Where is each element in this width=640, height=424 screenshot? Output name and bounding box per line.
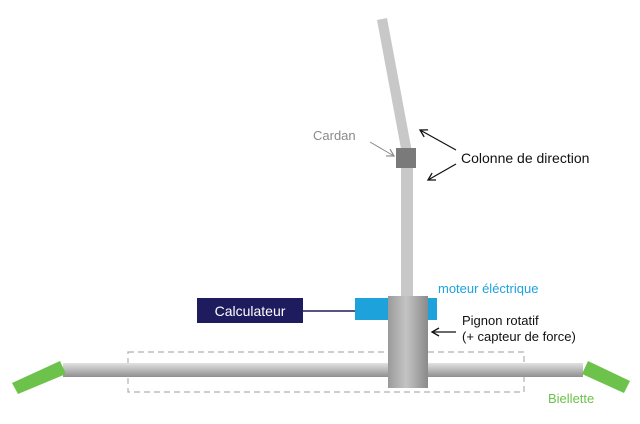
rotary-pinion (388, 296, 428, 388)
cardan-joint (396, 148, 416, 168)
biellette-right (582, 361, 630, 393)
calculateur-box (197, 298, 303, 323)
calculateur-label: Calculateur (215, 303, 286, 319)
pignon-label-line1: Pignon rotatif (462, 313, 539, 328)
moteur-label: moteur éléctrique (438, 281, 538, 296)
cardan-arrow (369, 141, 396, 157)
cardan-label: Cardan (313, 128, 356, 143)
biellette-label: Biellette (548, 391, 594, 406)
colonne-label: Colonne de direction (461, 150, 589, 166)
steering-rack (63, 363, 583, 377)
pignon-label-line2: (+ capteur de force) (462, 329, 576, 344)
biellette-left (12, 361, 66, 394)
colonne-arrow-lower (426, 163, 457, 181)
upper-steering-column (377, 18, 412, 154)
lower-steering-column (401, 166, 413, 300)
colonne-arrow-upper (418, 129, 457, 151)
